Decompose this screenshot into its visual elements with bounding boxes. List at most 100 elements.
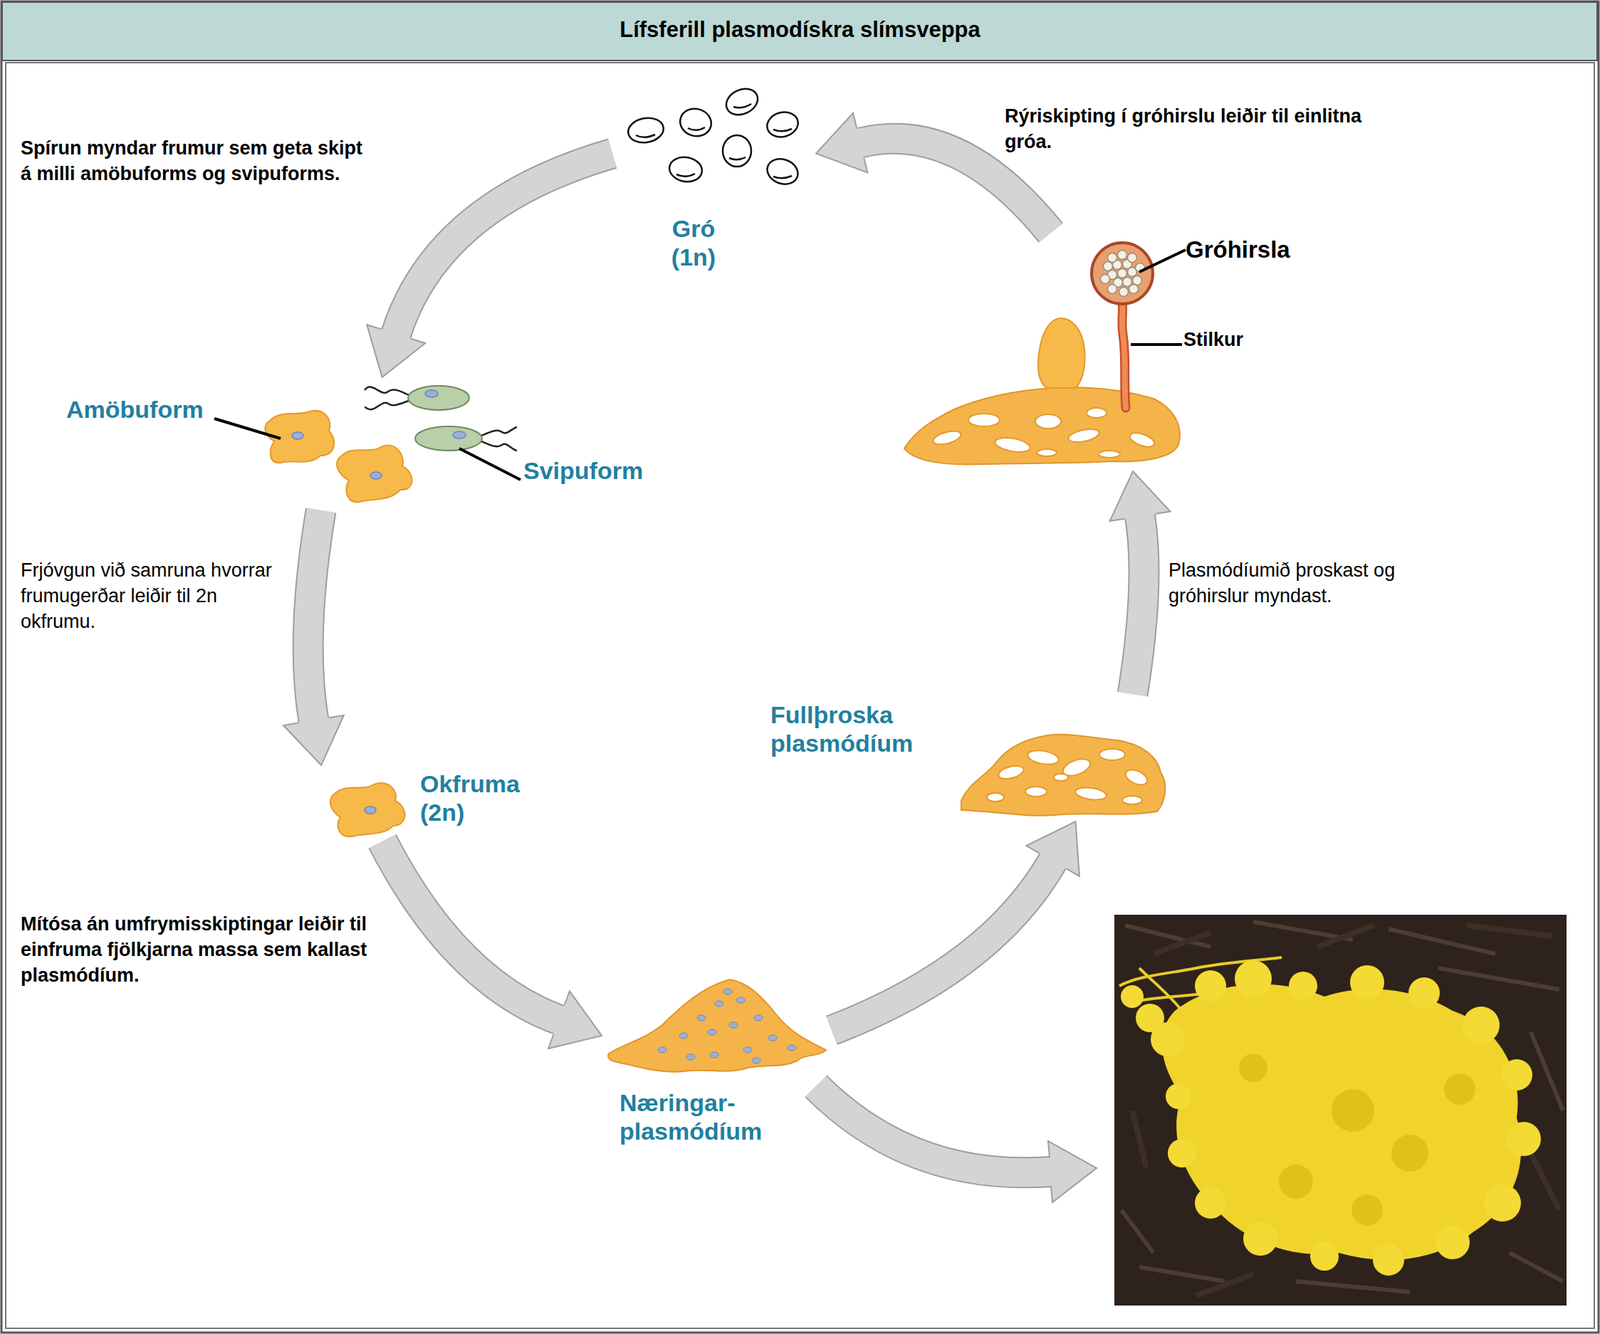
sporangium-capsule [1091,242,1153,305]
description-note: Frjóvgun við samruna hvorrar frumugerðar… [20,557,292,635]
arrow-shaft-outline [1132,516,1145,695]
slime-mold-photo [1162,984,1521,1261]
nucleus [686,1054,695,1061]
nucleus [697,1015,706,1022]
arrow-head [366,324,426,378]
network-holes [986,748,1150,805]
nucleus [707,1029,717,1036]
spore [764,155,802,189]
flagellum [364,400,409,410]
hole [1086,408,1107,418]
spore [677,105,715,140]
photo-background [1114,914,1567,1306]
young-sporangium [1038,318,1086,389]
arrow-head [816,113,868,174]
bump [1506,1122,1541,1157]
bump [1350,965,1385,1000]
description-note: Mítósa án umfrymisskiptingar leiðir til … [20,911,377,989]
capsule-spores [1100,250,1145,297]
spore [722,84,762,120]
arrow-shaft [308,510,322,721]
mulch-texture [1132,925,1560,1296]
arrow-head-outline [283,715,344,766]
network-holes [932,408,1157,458]
flagellate-cell [415,426,483,451]
photo [1114,914,1567,1306]
plasmodium-base [904,387,1180,465]
spore-shade [676,173,695,177]
spore [1107,253,1118,263]
arrow-head-outline [366,324,426,378]
nucleus [754,1015,763,1022]
spores [625,84,802,189]
nucleus [723,989,732,995]
nucleus [291,432,304,440]
nucleus [452,431,466,439]
nucleus [743,1047,752,1054]
spore [1119,287,1129,297]
leader-line [1139,249,1186,273]
arrow-shaft-outline [831,860,1054,1031]
arrow-shaft [382,841,559,1021]
stage-label: Amöbuform [66,395,238,424]
mature-plasmodium [961,734,1165,817]
hole [1099,749,1126,761]
spore [1117,250,1128,260]
cycle-arrow [816,113,1052,233]
description-note: Rýriskipting í gróhirslu leiðir til einl… [1004,103,1390,155]
bump [1194,1187,1227,1220]
nucleus [370,472,382,480]
inner-frame [5,62,1595,1329]
cycle-arrow [831,821,1080,1031]
zygote-cell [330,783,406,837]
cycle-arrow [366,153,613,378]
photo-arrow-head [1048,1141,1097,1203]
spore [1117,269,1128,279]
spore [1132,276,1143,286]
nucleus [768,1035,777,1042]
stalk [1122,303,1126,409]
arrow-head [283,715,344,766]
spore-stage: Gró (1n) [612,81,817,276]
bump [1194,970,1227,1002]
leader-line [214,418,281,439]
nucleus [679,1033,688,1039]
mature-plasmodium-stage: Fullþroska plasmódíum [765,694,1174,822]
flagellum [481,441,517,451]
hole [1074,786,1108,802]
stalk-inner [1122,303,1126,409]
flagellum [481,427,517,436]
photo-arrow-head-outline [1048,1141,1097,1203]
description-note: Spírun myndar frumur sem geta skipt á mi… [20,135,370,187]
description-note: Plasmódíumið þroskast og gróhirslur mynd… [1168,557,1475,609]
bump [1243,1221,1278,1257]
spore [667,154,704,184]
shade [1444,1073,1476,1106]
spore [1103,262,1113,272]
bump [1310,1242,1339,1272]
hole [1053,774,1069,782]
bump [1462,1006,1500,1044]
hole [1098,450,1121,458]
bump [1435,1225,1470,1260]
nucleus [364,806,376,814]
hole [1035,414,1061,429]
nuclei [657,989,797,1064]
slime-bumps [1120,960,1541,1277]
hole [986,793,1005,802]
arrow-shaft [395,153,613,334]
nucleus [657,1047,667,1054]
amoeba-stage: AmöbuformSvipuform [61,377,674,511]
flagellate-cell [408,385,470,411]
spore [1107,284,1118,295]
shade [1391,1135,1429,1173]
shade [1238,1053,1268,1083]
spore [625,115,666,146]
cycle-arrow [382,841,602,1049]
spore-shade [773,175,792,179]
nucleus [709,1052,719,1059]
bump [1408,977,1440,1009]
arrow-shaft-outline [382,841,559,1021]
nucleus [736,997,745,1004]
hole [1122,796,1143,805]
